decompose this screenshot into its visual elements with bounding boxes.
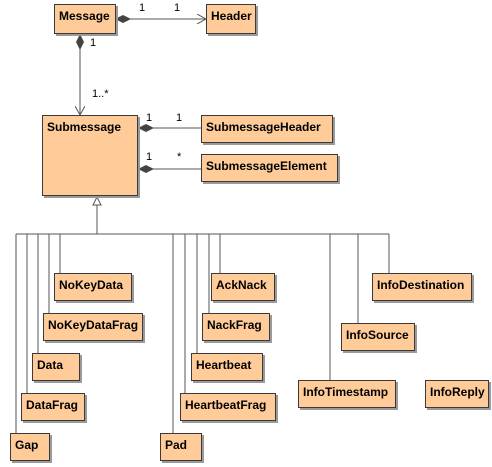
class-nack-frag: NackFrag bbox=[202, 313, 270, 341]
mult-message-header-dst: 1 bbox=[174, 2, 181, 14]
generalization-triangle bbox=[92, 195, 102, 206]
composition-diamond bbox=[138, 165, 154, 173]
association-submessage-element bbox=[138, 165, 201, 173]
class-info-timestamp: InfoTimestamp bbox=[298, 380, 396, 408]
class-heartbeat: Heartbeat bbox=[191, 353, 263, 381]
class-submessage-header: SubmessageHeader bbox=[201, 115, 333, 143]
class-data: Data bbox=[32, 353, 80, 381]
class-submessage: Submessage bbox=[42, 115, 138, 196]
class-info-reply: InfoReply bbox=[425, 380, 489, 408]
class-pad: Pad bbox=[160, 433, 202, 461]
class-no-key-data: NoKeyData bbox=[54, 273, 132, 301]
class-header: Header bbox=[206, 4, 256, 34]
mult-sub-element-dst: * bbox=[177, 151, 182, 163]
class-message: Message bbox=[54, 4, 116, 34]
association-message-header bbox=[115, 15, 206, 23]
class-heartbeat-frag: HeartbeatFrag bbox=[180, 393, 276, 421]
mult-message-header-src: 1 bbox=[139, 2, 146, 14]
class-ack-nack: AckNack bbox=[211, 273, 275, 301]
class-data-frag: DataFrag bbox=[21, 393, 85, 421]
mult-sub-header-dst: 1 bbox=[176, 112, 183, 124]
generalization-tree bbox=[15, 195, 390, 433]
class-submessage-element: SubmessageElement bbox=[201, 154, 338, 182]
class-info-destination: InfoDestination bbox=[372, 273, 472, 301]
class-gap: Gap bbox=[10, 433, 50, 461]
mult-message-submessage-dst: 1..* bbox=[92, 88, 109, 100]
association-message-submessage bbox=[76, 34, 84, 115]
association-submessage-header bbox=[138, 124, 201, 132]
mult-sub-element-src: 1 bbox=[146, 151, 153, 163]
mult-message-submessage-src: 1 bbox=[90, 37, 97, 49]
mult-sub-header-src: 1 bbox=[146, 112, 153, 124]
class-info-source: InfoSource bbox=[341, 323, 415, 351]
composition-diamond bbox=[76, 34, 84, 50]
composition-diamond bbox=[138, 124, 154, 132]
composition-diamond bbox=[115, 15, 131, 23]
class-no-key-data-frag: NoKeyDataFrag bbox=[43, 313, 143, 341]
